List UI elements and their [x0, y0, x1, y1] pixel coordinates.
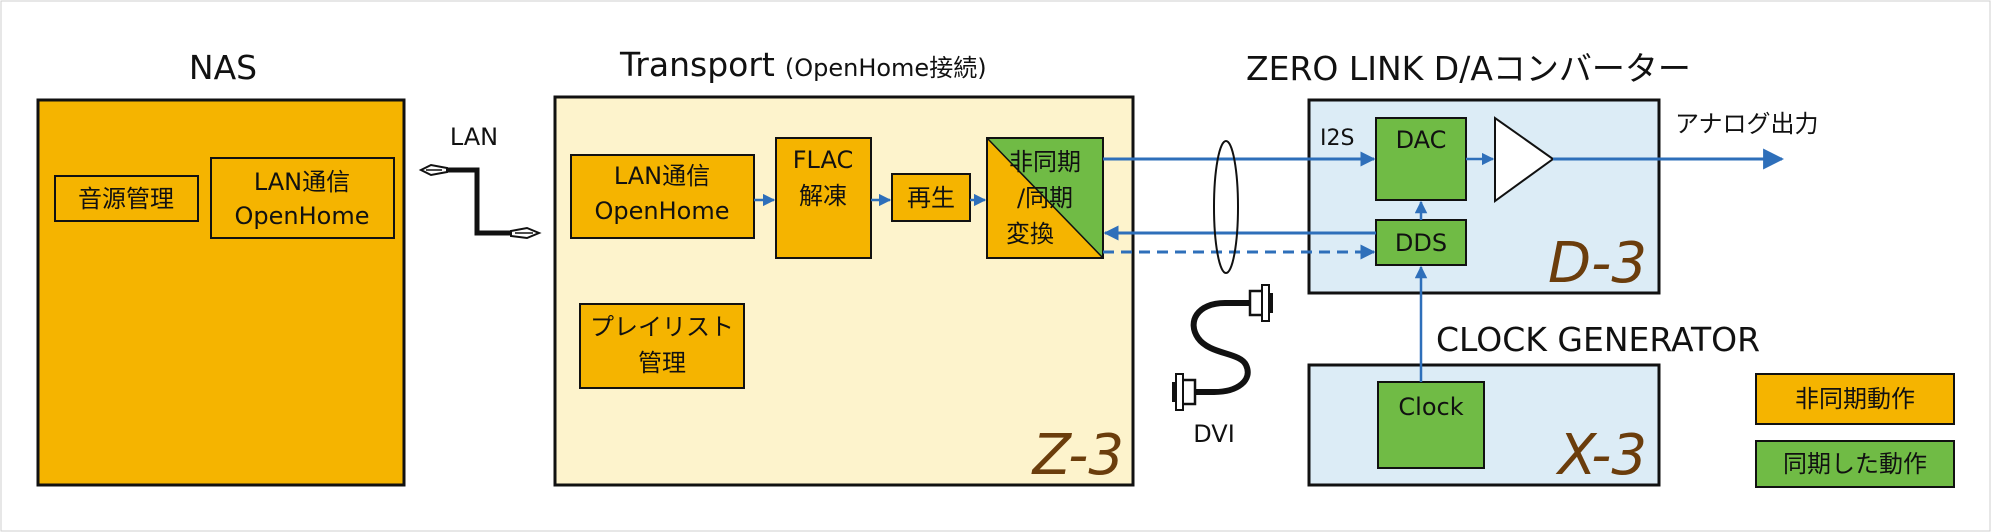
source-mgmt-box [54, 175, 199, 222]
dac-unit-section: ZERO LINK D/Aコンバーター I2S DAC DDS アナログ出力 D… [1246, 49, 1819, 296]
flac-decode-box [775, 137, 872, 259]
nas-lan-line2: OpenHome [235, 202, 370, 230]
legend-sync-label: 同期した動作 [1783, 450, 1927, 478]
analog-output-label: アナログ出力 [1675, 110, 1819, 138]
nas-section: NAS 音源管理 LAN通信 OpenHome [36, 48, 406, 487]
dds-box [1375, 219, 1467, 266]
flac-line1: FLAC [793, 146, 853, 174]
amplifier-icon [1494, 116, 1555, 203]
lan-plug-icon [418, 163, 448, 177]
clock-unit-title: CLOCK GENERATOR [1436, 320, 1760, 359]
clock-box [1377, 381, 1485, 469]
transport-lan-line1: LAN通信 [614, 162, 710, 190]
dvi-cable-label: DVI [1193, 420, 1235, 448]
clock-label: Clock [1398, 393, 1463, 421]
dac-unit-title: ZERO LINK D/Aコンバーター [1246, 49, 1691, 88]
nas-lan-box [210, 157, 395, 239]
transport-lan-line2: OpenHome [595, 197, 730, 225]
dvi-plug-icon [1248, 284, 1273, 322]
playback-label: 再生 [907, 184, 955, 212]
nas-title: NAS [189, 48, 257, 87]
dvi-link [1103, 140, 1376, 274]
clock-unit-section: CLOCK GENERATOR Clock X-3 [1307, 265, 1760, 488]
dac-unit-box [1307, 98, 1661, 295]
legend: 非同期動作 同期した動作 [1755, 373, 1955, 488]
transport-model-label: Z-3 [1031, 423, 1124, 488]
converter-line1: 非同期 [1009, 148, 1081, 176]
source-mgmt-label: 音源管理 [78, 185, 174, 213]
dac-label: DAC [1396, 126, 1447, 154]
legend-async-label: 非同期動作 [1795, 385, 1915, 413]
dvi-plug-icon [1172, 373, 1197, 411]
transport-title-main: Transport [619, 45, 775, 84]
playlist-line2: 管理 [638, 349, 686, 377]
playlist-box [579, 303, 745, 389]
cable-bundle-loop [1213, 140, 1239, 274]
converter-line3: 変換 [1006, 220, 1054, 248]
lan-cable: LAN [418, 123, 542, 240]
transport-title: Transport (OpenHome接続) [619, 45, 987, 84]
i2s-label: I2S [1320, 126, 1354, 151]
lan-plug-icon [510, 226, 542, 240]
dac-model-label: D-3 [1548, 231, 1647, 296]
lan-cable-wire [447, 167, 511, 236]
legend-sync-swatch [1755, 440, 1955, 488]
playlist-line1: プレイリスト [590, 313, 734, 341]
lan-cable-label: LAN [450, 123, 498, 151]
dac-box [1375, 117, 1467, 201]
nas-lan-line1: LAN通信 [254, 168, 350, 196]
async-sync-converter: 非同期 /同期 変換 [986, 137, 1104, 259]
transport-section: Transport (OpenHome接続) LAN通信 OpenHome FLA… [553, 45, 1135, 488]
converter-line2: /同期 [1017, 184, 1073, 212]
transport-title-suffix: (OpenHome接続) [785, 54, 987, 82]
dvi-cable-icon: DVI [1172, 284, 1273, 448]
clock-model-label: X-3 [1555, 423, 1647, 488]
flac-line2: 解凍 [799, 182, 847, 210]
playback-box [891, 173, 971, 222]
transport-lan-box [570, 154, 755, 239]
dds-label: DDS [1395, 229, 1447, 257]
legend-async-swatch [1755, 373, 1955, 425]
